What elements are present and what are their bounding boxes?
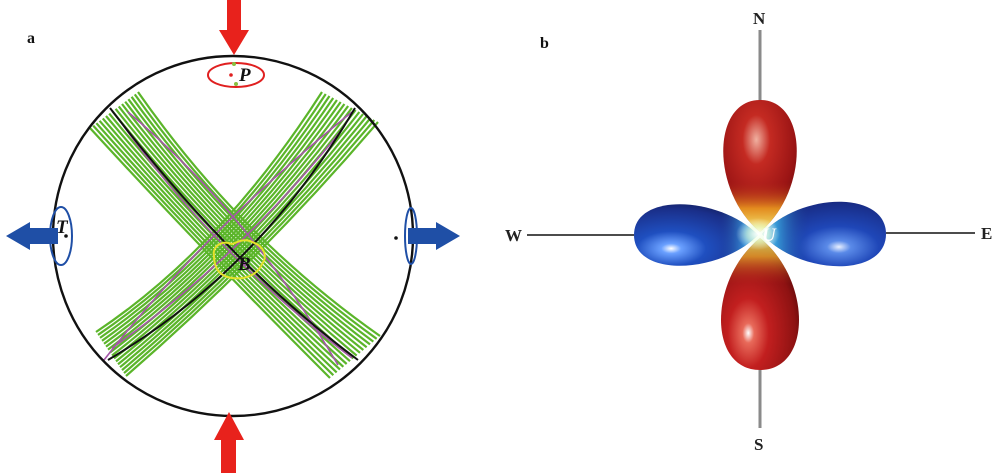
p-confidence-ellipse xyxy=(207,62,265,88)
south-label: S xyxy=(754,435,763,454)
west-lobe xyxy=(634,204,758,266)
panel-a: a P T B xyxy=(6,0,460,473)
t-axis-point-east xyxy=(394,236,398,240)
fault-plane-nw xyxy=(121,103,365,351)
south-lobe xyxy=(721,238,799,370)
best-fit-planes xyxy=(107,107,359,361)
fault-plane-nw xyxy=(92,124,335,376)
fault-plane-family xyxy=(89,91,381,379)
p-axis-sample xyxy=(234,82,238,86)
fault-plane-ne xyxy=(123,119,376,374)
fault-plane-nw xyxy=(137,91,381,337)
fault-plane-ne xyxy=(121,117,372,371)
fault-plane-nw xyxy=(98,120,341,371)
t-axis-point xyxy=(64,234,68,238)
compression-arrow-bottom xyxy=(214,412,244,473)
b-confidence-region xyxy=(212,239,266,280)
extension-arrow-east xyxy=(408,222,460,250)
fault-plane-nw xyxy=(114,108,358,357)
t-axis-label: T xyxy=(56,217,69,238)
east-label: E xyxy=(981,224,992,243)
extension-arrow-west xyxy=(6,222,58,250)
compression-arrow-top xyxy=(219,0,249,55)
p-axis-point xyxy=(229,73,233,77)
best-plane-nw xyxy=(109,107,359,361)
panel-b-label: b xyxy=(540,35,549,52)
panel-a-label: a xyxy=(27,30,35,47)
fault-plane-nw xyxy=(124,100,368,349)
fault-plane-ne xyxy=(117,113,364,366)
panel-b: b U N S W E xyxy=(505,9,992,454)
best-plane-ne xyxy=(107,107,356,361)
fault-plane-nw xyxy=(117,105,361,354)
fault-plane-nw xyxy=(133,93,378,340)
fault-plane-ne xyxy=(101,97,335,342)
north-label: N xyxy=(753,9,766,28)
p-axis-label: P xyxy=(238,65,251,86)
center-label: U xyxy=(762,225,777,246)
fault-plane-nw xyxy=(127,98,371,346)
east-lobe xyxy=(762,201,886,267)
north-lobe xyxy=(723,100,797,232)
p-axis-sample xyxy=(232,62,236,66)
fault-plane-ne xyxy=(125,121,379,377)
b-axis-label: B xyxy=(237,254,251,275)
fault-plane-nw xyxy=(101,117,345,368)
b-axis-point xyxy=(242,262,246,266)
west-label: W xyxy=(505,226,522,245)
center-highlight xyxy=(736,218,780,250)
